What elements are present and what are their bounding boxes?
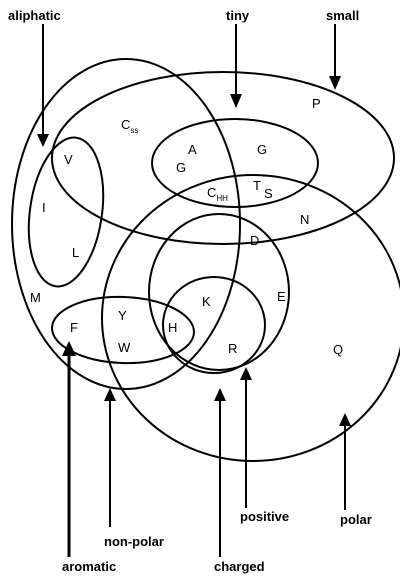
asparagine-letter: N (300, 212, 309, 227)
small-label: small (326, 8, 359, 23)
charged-arrow (214, 388, 226, 557)
tiny-arrow (230, 24, 242, 108)
positive-label: positive (240, 509, 289, 524)
aromatic-label: aromatic (62, 559, 116, 574)
tyrosine-letter: Y (118, 308, 127, 323)
positive-arrow (240, 367, 252, 508)
alanine-letter: A (188, 142, 197, 157)
leucine-letter: L (72, 245, 79, 260)
tiny-label: tiny (226, 8, 250, 23)
aliphatic-arrow (37, 24, 49, 147)
aliphatic-label: aliphatic (8, 8, 61, 23)
histidine-letter: H (168, 320, 177, 335)
cysteine-disulfide-letter: Css (121, 117, 138, 135)
methionine-letter: M (30, 290, 41, 305)
phenylalanine-letter: F (70, 320, 78, 335)
glutamate-letter: E (277, 289, 286, 304)
non-polar-label: non-polar (104, 534, 164, 549)
non-polar-set-ellipse (11, 58, 241, 390)
serine-letter: S (264, 186, 273, 201)
polar-label: polar (340, 512, 372, 527)
polar-arrow (339, 413, 351, 510)
tiny-set-ellipse (151, 118, 319, 208)
positive-set-circle (162, 276, 266, 374)
glycine-letter-second: G (176, 160, 186, 175)
glutamine-letter: Q (333, 342, 343, 357)
arginine-letter: R (228, 341, 237, 356)
lysine-letter: K (202, 294, 211, 309)
small-set-ellipse (51, 71, 395, 245)
small-arrow (329, 24, 341, 90)
glycine-letter: G (257, 142, 267, 157)
cysteine-reduced-letter: CHH (207, 185, 228, 203)
valine-letter: V (64, 152, 73, 167)
proline-letter: P (312, 96, 321, 111)
charged-set-ellipse (148, 213, 290, 371)
non-polar-arrow (104, 388, 116, 527)
charged-label: charged (214, 559, 265, 574)
threonine-letter: T (253, 178, 261, 193)
tryptophan-letter: W (118, 340, 131, 355)
aliphatic-set-ellipse (27, 136, 105, 288)
aromatic-arrow (62, 341, 76, 557)
isoleucine-letter: I (42, 200, 46, 215)
aromatic-set-ellipse (51, 295, 195, 365)
aspartate-letter: D (250, 233, 259, 248)
polar-set-circle (101, 174, 400, 462)
